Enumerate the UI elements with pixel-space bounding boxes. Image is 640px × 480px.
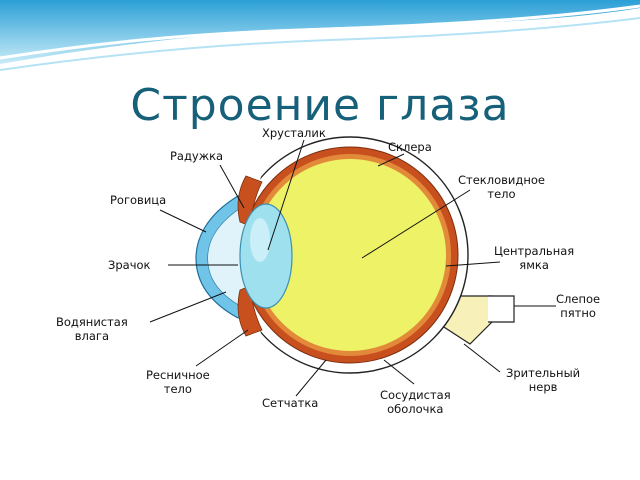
label-optic-nerve-line2: нерв: [528, 380, 558, 394]
pointer-ciliary: [195, 329, 249, 367]
label-ciliary-body: Ресничное тело: [146, 368, 210, 396]
label-fovea-line2: ямка: [519, 258, 549, 272]
lens-highlight: [250, 218, 270, 262]
pointer-sclera: [377, 153, 405, 167]
page-title: Строение глаза: [130, 80, 510, 131]
label-blind-spot-line2: пятно: [560, 306, 596, 320]
vitreous-body: [254, 159, 446, 351]
pointer-optic-nerve: [463, 343, 501, 373]
label-aqueous-line1: Водянистая: [56, 315, 128, 329]
label-fovea: Центральная ямка: [494, 244, 574, 272]
label-aqueous-line2: влага: [74, 329, 110, 343]
pointer-aqueous: [149, 291, 227, 323]
label-retina: Сетчатка: [262, 396, 319, 410]
pointer-lens: [267, 139, 305, 251]
label-fovea-line1: Центральная: [494, 244, 575, 258]
pointer-choroid: [383, 359, 415, 385]
label-blind-spot-line1: Слепое: [556, 292, 601, 306]
label-cornea: Роговица: [110, 193, 167, 207]
label-sclera: Склера: [388, 140, 432, 154]
blind-spot-stub: [488, 295, 515, 323]
label-choroid-line1: Сосудистая: [380, 388, 451, 402]
label-vitreous-line2: тело: [487, 187, 516, 201]
pointer-cornea: [159, 209, 207, 233]
label-aqueous-humor: Водянистая влага: [56, 315, 128, 343]
label-optic-nerve-line1: Зрительный: [506, 366, 581, 380]
pointer-iris: [219, 164, 245, 209]
label-pupil: Зрачок: [108, 258, 151, 272]
pointer-vitreous: [361, 189, 471, 259]
label-lens: Хрусталик: [262, 126, 326, 140]
label-vitreous-line1: Стекловидное: [458, 173, 545, 187]
pointer-retina: [295, 359, 327, 397]
label-vitreous-body: Стекловидное тело: [458, 173, 545, 201]
label-blind-spot: Слепое пятно: [556, 292, 600, 320]
label-choroid-line2: оболочка: [387, 402, 444, 416]
pointer-fovea: [445, 261, 501, 267]
label-ciliary-line1: Ресничное: [146, 368, 210, 382]
label-iris: Радужка: [170, 149, 224, 163]
aqueous-humor: [208, 206, 244, 308]
header-wave-decoration: [0, 0, 640, 71]
label-choroid: Сосудистая оболочка: [380, 388, 451, 416]
label-ciliary-line2: тело: [163, 382, 192, 396]
label-optic-nerve: Зрительный нерв: [506, 366, 580, 394]
